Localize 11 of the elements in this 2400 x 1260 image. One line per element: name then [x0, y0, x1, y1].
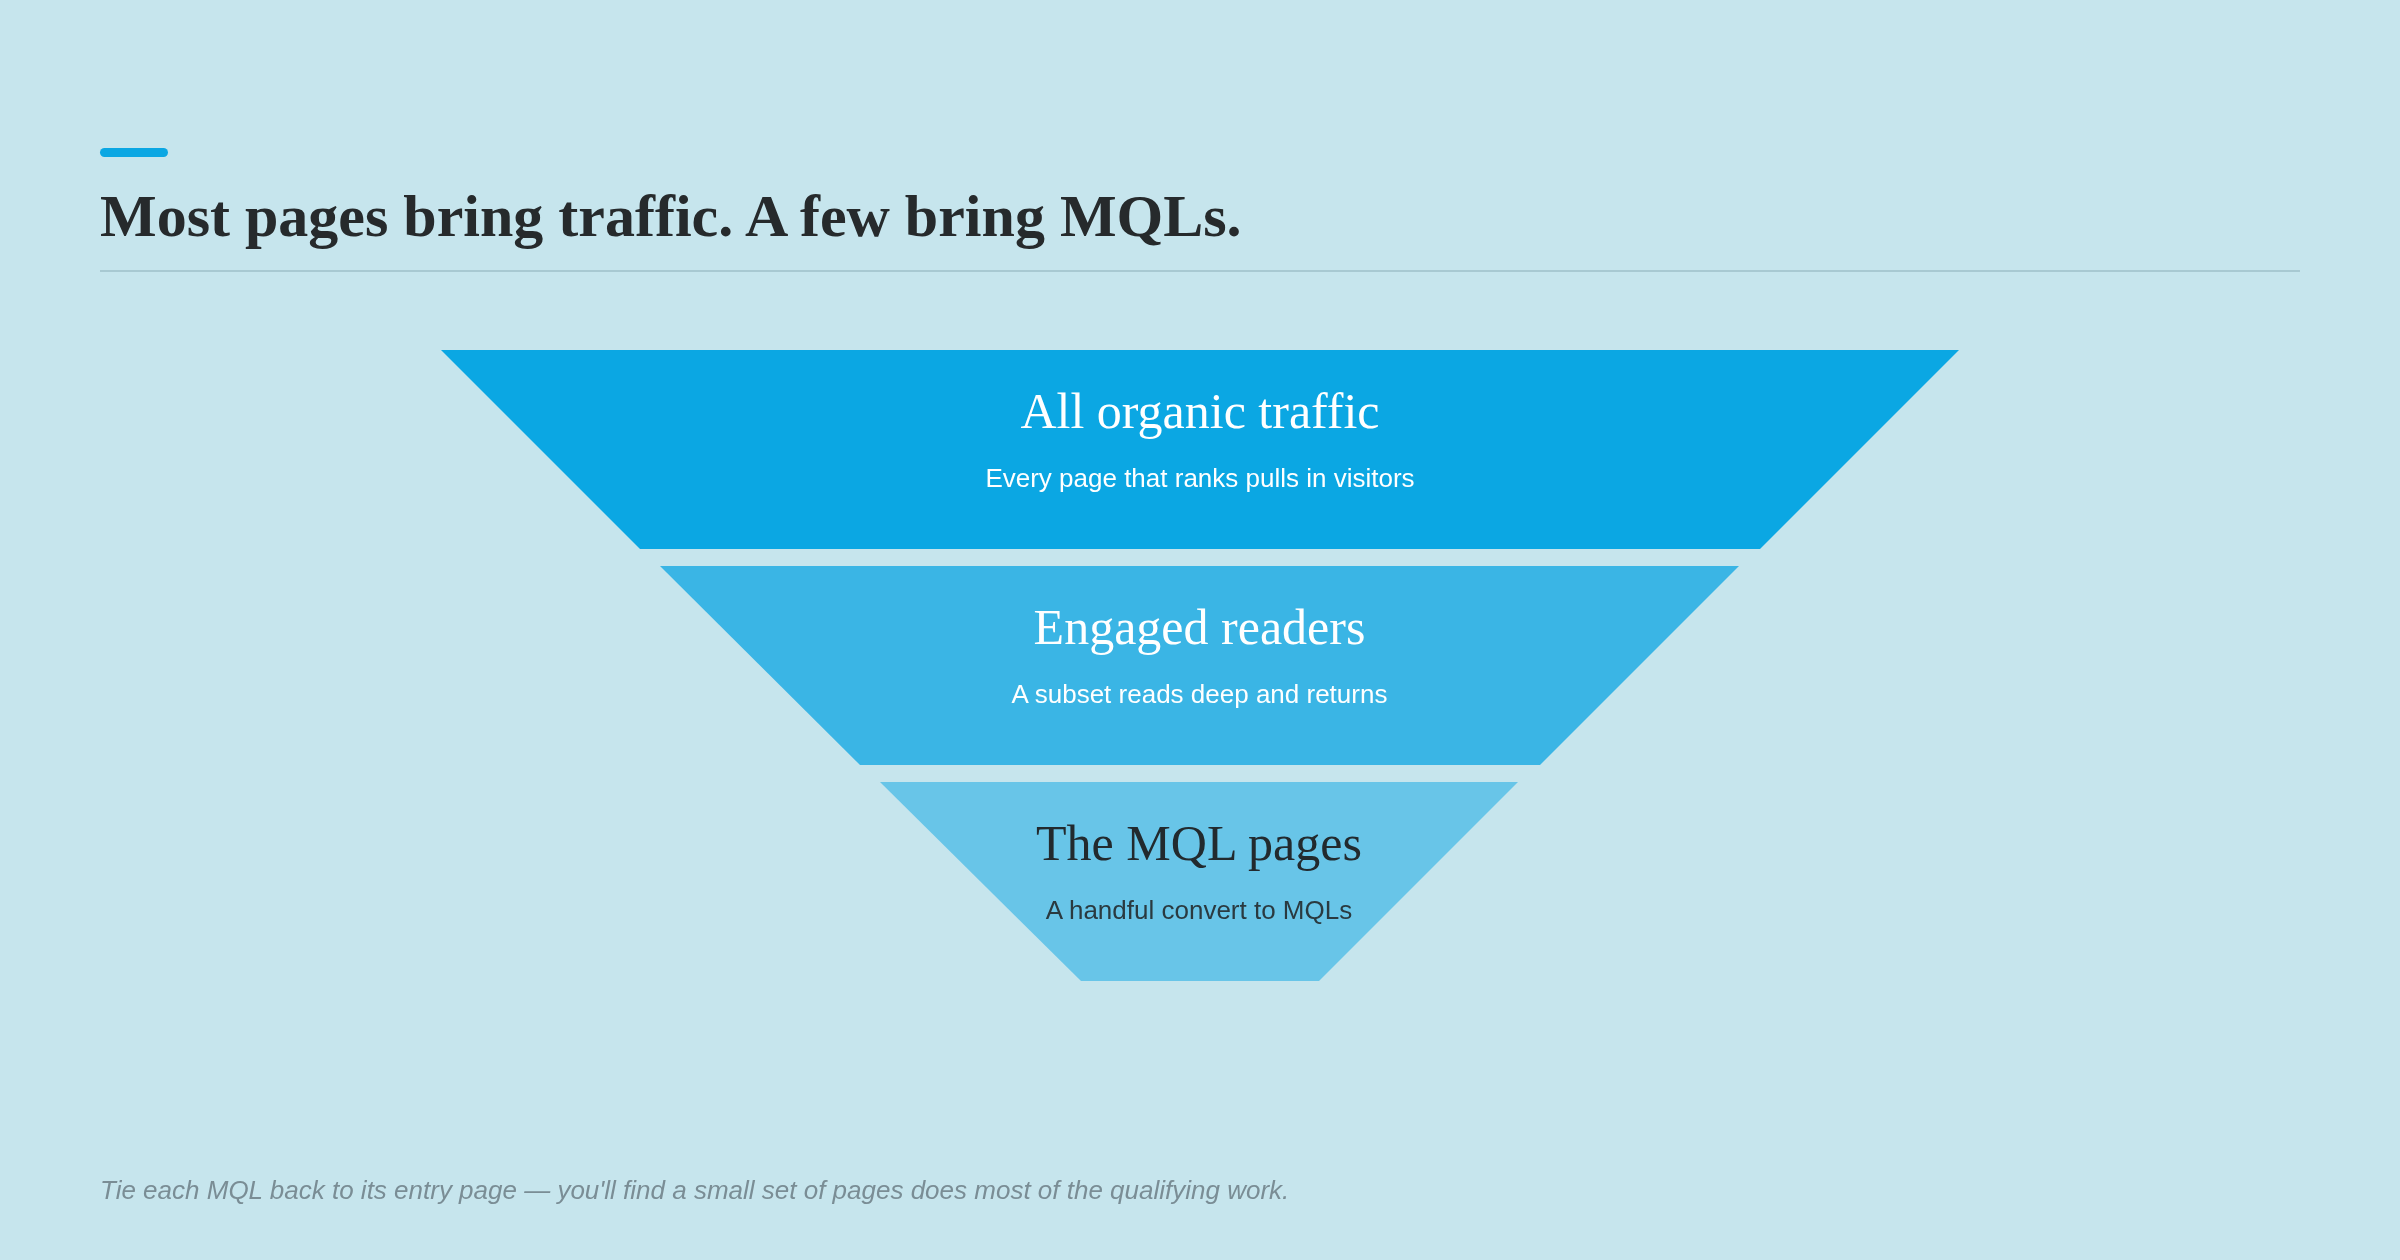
funnel-band [880, 782, 1518, 981]
stage-description: A subset reads deep and returns [1011, 678, 1388, 710]
title: Most pages bring traffic. A few bring MQLs. [100, 182, 1242, 251]
funnel-band [660, 566, 1739, 765]
stage-description: Every page that ranks pulls in visitors [985, 462, 1415, 494]
stage-description: A handful convert to MQLs [1045, 894, 1353, 926]
caption: Tie each MQL back to its entry page — you'll find a small set of pages does most of the qualifying work. [100, 1174, 1290, 1206]
stage-heading: The MQL pages [1036, 814, 1362, 873]
stage-heading: Engaged readers [1033, 598, 1366, 657]
stage-heading: All organic traffic [1020, 382, 1380, 441]
funnel-band [441, 350, 1959, 549]
